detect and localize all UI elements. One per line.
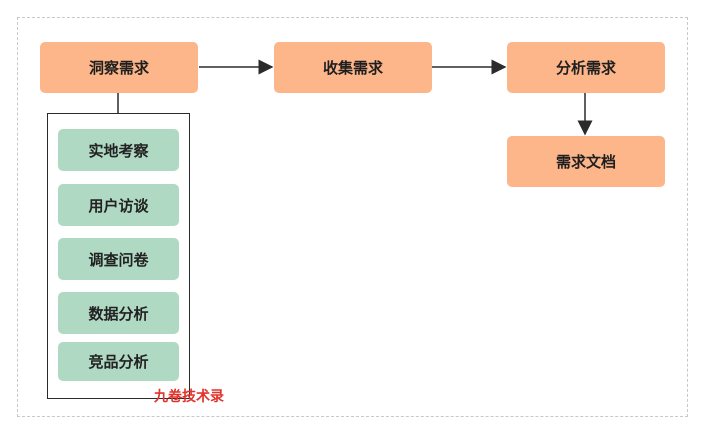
method-label: 用户访谈 xyxy=(88,196,149,215)
method-survey: 调查问卷 xyxy=(58,238,179,280)
node-analyze-demand: 分析需求 xyxy=(507,42,665,93)
method-label: 数据分析 xyxy=(88,304,149,323)
method-label: 竞品分析 xyxy=(88,353,149,371)
node-collect-demand: 收集需求 xyxy=(274,42,432,93)
watermark-text: 九卷技术录 xyxy=(154,389,224,405)
method-label: 调查问卷 xyxy=(88,250,149,269)
method-label: 实地考察 xyxy=(88,141,149,160)
node-collect-label: 收集需求 xyxy=(322,59,383,77)
node-doc-label: 需求文档 xyxy=(555,153,616,171)
method-competitor-analysis: 竞品分析 xyxy=(58,342,179,381)
node-insight-label: 洞察需求 xyxy=(88,59,149,77)
node-demand-doc: 需求文档 xyxy=(507,136,665,187)
node-analyze-label: 分析需求 xyxy=(555,59,616,77)
diagram-frame xyxy=(17,17,688,417)
node-insight-demand: 洞察需求 xyxy=(40,42,198,93)
method-user-interview: 用户访谈 xyxy=(58,184,179,226)
method-field-visit: 实地考察 xyxy=(58,129,179,171)
method-data-analysis: 数据分析 xyxy=(58,292,179,334)
